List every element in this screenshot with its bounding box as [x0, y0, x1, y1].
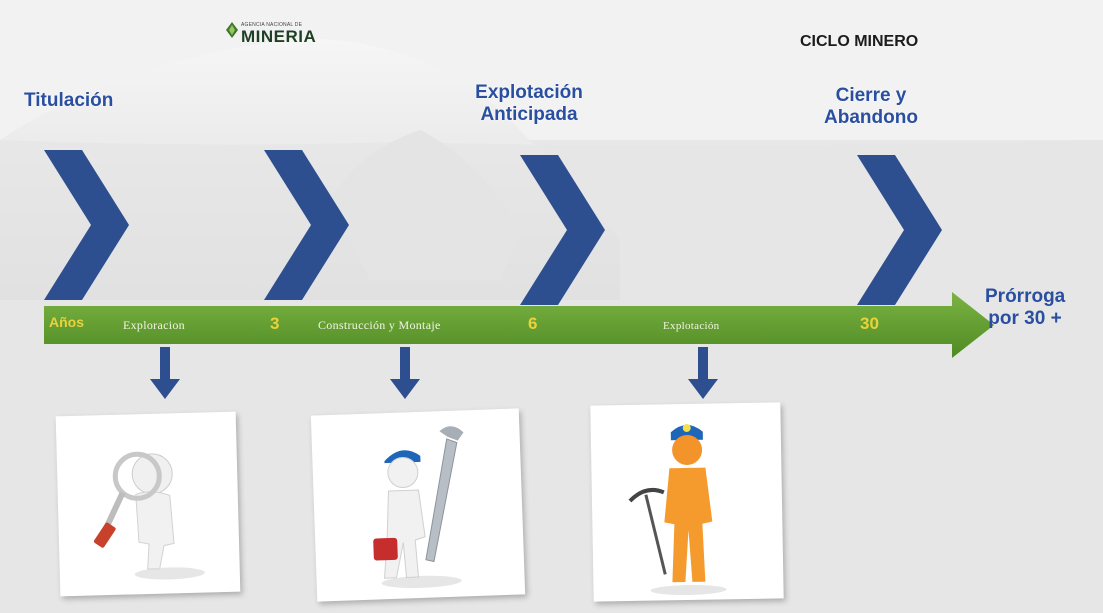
- milestone-30: 30: [860, 314, 879, 333]
- stage-label-construccion-montaje: Construcción y Montaje: [318, 318, 441, 332]
- exploration-card: [55, 411, 241, 597]
- logo-name: MINERIA: [241, 27, 317, 46]
- stage-label-exploracion: Exploracion: [123, 318, 185, 332]
- phase-label-titulacion: Titulación: [24, 90, 114, 111]
- magnifier-figure-icon: [93, 451, 205, 580]
- phase-label-explotacion-anticipada: Explotación Anticipada: [475, 82, 583, 125]
- chevron-icon: [857, 155, 942, 305]
- down-arrow-icon: [390, 347, 420, 399]
- miner-with-pickaxe-icon: [628, 423, 727, 596]
- extension-label: Prórroga por 30 +: [985, 286, 1066, 329]
- diamond-logo-icon: [226, 22, 238, 38]
- page-title: CICLO MINERO: [800, 33, 919, 50]
- worker-with-wrench-icon: [373, 426, 464, 589]
- milestone-6: 6: [528, 314, 538, 333]
- milestone-3: 3: [270, 314, 280, 333]
- chevron-icon: [520, 155, 605, 305]
- construction-card: [310, 408, 526, 602]
- agency-logo: AGENCIA NACIONAL DE MINERIA: [226, 22, 316, 47]
- years-label: Años: [49, 314, 84, 330]
- timeline-arrow: [44, 292, 994, 358]
- chevron-icon: [44, 150, 129, 300]
- logo-agency-text: AGENCIA NACIONAL DE: [241, 22, 303, 28]
- exploitation-card: [590, 402, 784, 602]
- phase-label-cierre-abandono: Cierre y Abandono: [824, 85, 918, 128]
- chevron-icon: [264, 150, 349, 300]
- down-arrow-icon: [688, 347, 718, 399]
- down-arrow-icon: [150, 347, 180, 399]
- stage-label-explotacion: Explotación: [663, 320, 720, 332]
